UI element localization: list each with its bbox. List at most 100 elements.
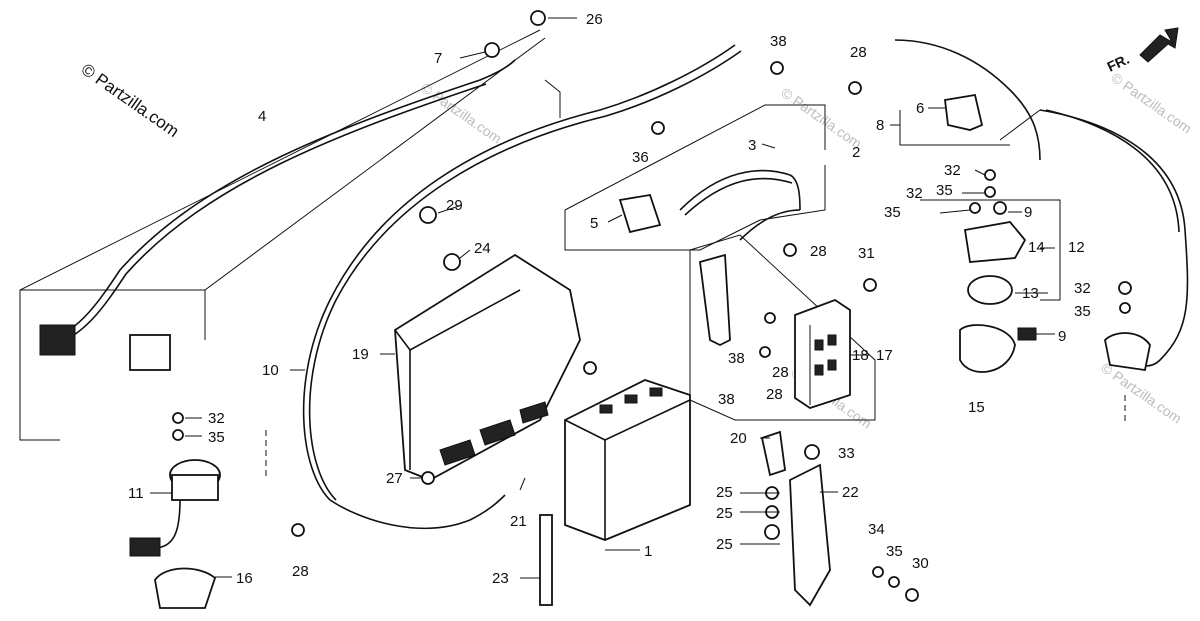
callout: 25 — [716, 536, 733, 553]
watermark: © Partzilla.com — [1108, 69, 1194, 136]
callout: 28 — [292, 563, 309, 580]
bolt-27 — [421, 471, 435, 485]
callout: 19 — [352, 346, 369, 363]
bolt-36 — [651, 121, 665, 135]
callout: 3 — [748, 137, 756, 154]
bracket-20 — [760, 430, 786, 477]
bolt-28-bottom — [291, 523, 305, 537]
callout: 32 — [208, 410, 225, 427]
callout: 7 — [434, 50, 442, 67]
bolt-38 — [764, 312, 776, 324]
nut-26 — [530, 10, 546, 26]
callout: 24 — [474, 240, 491, 257]
nut-32-right — [1118, 281, 1132, 295]
nut-29 — [419, 206, 437, 224]
fuse-holder-bracket — [699, 253, 731, 347]
callout: 35 — [1074, 303, 1091, 320]
battery-box-19 — [394, 253, 581, 481]
callout: 38 — [728, 350, 745, 367]
callout: 15 — [968, 399, 985, 416]
nut-33 — [804, 444, 820, 460]
callout: 2 — [852, 144, 860, 161]
callout: 13 — [1022, 285, 1039, 302]
callout: 38 — [718, 391, 735, 408]
callout: 9 — [1058, 328, 1066, 345]
leader-lines — [150, 17, 1055, 579]
callout: 35 — [936, 182, 953, 199]
bolt-31 — [863, 278, 877, 292]
bracket-22 — [789, 463, 831, 607]
callout: 26 — [586, 11, 603, 28]
nut-24 — [443, 253, 461, 271]
washer-35-relay — [984, 186, 996, 198]
relay-13 — [967, 275, 1013, 305]
bolt-37 — [583, 361, 597, 375]
battery-strap-23 — [539, 514, 553, 606]
callout: 34 — [868, 521, 885, 538]
relay-cover-15 — [959, 324, 1016, 373]
callout: 28 — [810, 243, 827, 260]
callout: 16 — [236, 570, 253, 587]
nut-32-relay — [984, 169, 996, 181]
callouts: 26 7 4 29 24 19 10 11 16 28 27 21 23 1 3… — [128, 11, 1091, 587]
washer-34 — [872, 566, 884, 578]
bolt-7 — [484, 42, 500, 58]
harness-wire-right — [1039, 109, 1189, 367]
callout: 14 — [1028, 239, 1045, 256]
callout: 27 — [386, 470, 403, 487]
callout: 25 — [716, 484, 733, 501]
callout: 32 — [906, 185, 923, 202]
callout: 11 — [128, 485, 144, 502]
battery-1 — [564, 379, 691, 541]
callout: 35 — [886, 543, 903, 560]
callout: 32 — [1074, 280, 1091, 297]
washer-35-right — [1119, 302, 1131, 314]
callout: 10 — [262, 362, 279, 379]
bolt-28-top — [848, 81, 862, 95]
starter-relay-14 — [963, 221, 1027, 263]
front-direction-label: FR. — [1105, 51, 1132, 75]
nut-9 — [993, 201, 1007, 215]
fuse-box-18 — [794, 298, 851, 409]
callout: 30 — [912, 555, 929, 572]
front-direction-arrow-icon — [1139, 27, 1179, 63]
callout: 5 — [590, 215, 598, 232]
group-frames — [19, 29, 1126, 480]
harness-wire-10 — [302, 44, 736, 501]
relay-11-connector — [129, 537, 161, 557]
relay-cover-16 — [154, 567, 217, 609]
washer-35 — [172, 429, 184, 441]
callout: 28 — [766, 386, 783, 403]
watermark: © Partzilla.com — [418, 79, 504, 146]
bolt-25-c — [764, 524, 780, 540]
watermark: © Partzilla.com — [778, 84, 864, 151]
callout: 38 — [770, 33, 787, 50]
callout: 22 — [842, 484, 859, 501]
callout: 12 — [1068, 239, 1085, 256]
callout: 21 — [510, 513, 527, 530]
harness-wire-top — [894, 39, 1041, 161]
callout: 20 — [730, 430, 747, 447]
callout: 35 — [208, 429, 225, 446]
callout: 17 — [876, 347, 893, 364]
connector-9 — [1017, 327, 1037, 341]
callout: 18 — [852, 347, 869, 364]
copyright-text: © Partzilla.com — [78, 60, 183, 141]
callout: 33 — [838, 445, 855, 462]
terminal-cover-5 — [618, 193, 662, 234]
washer-35-b — [888, 576, 900, 588]
callout: 6 — [916, 100, 924, 117]
bolt-30 — [905, 588, 919, 602]
callout: 8 — [876, 117, 884, 134]
callout: 25 — [716, 505, 733, 522]
washer-35-relay-b — [969, 202, 981, 214]
harness-4-boot — [129, 334, 171, 371]
harness-wire-4 — [49, 59, 516, 341]
terminal-cover-6 — [944, 93, 984, 131]
bolt-28-fuse — [759, 346, 771, 358]
callout: 4 — [258, 108, 266, 125]
callout: 28 — [772, 364, 789, 381]
bolt-36-top — [770, 61, 784, 75]
